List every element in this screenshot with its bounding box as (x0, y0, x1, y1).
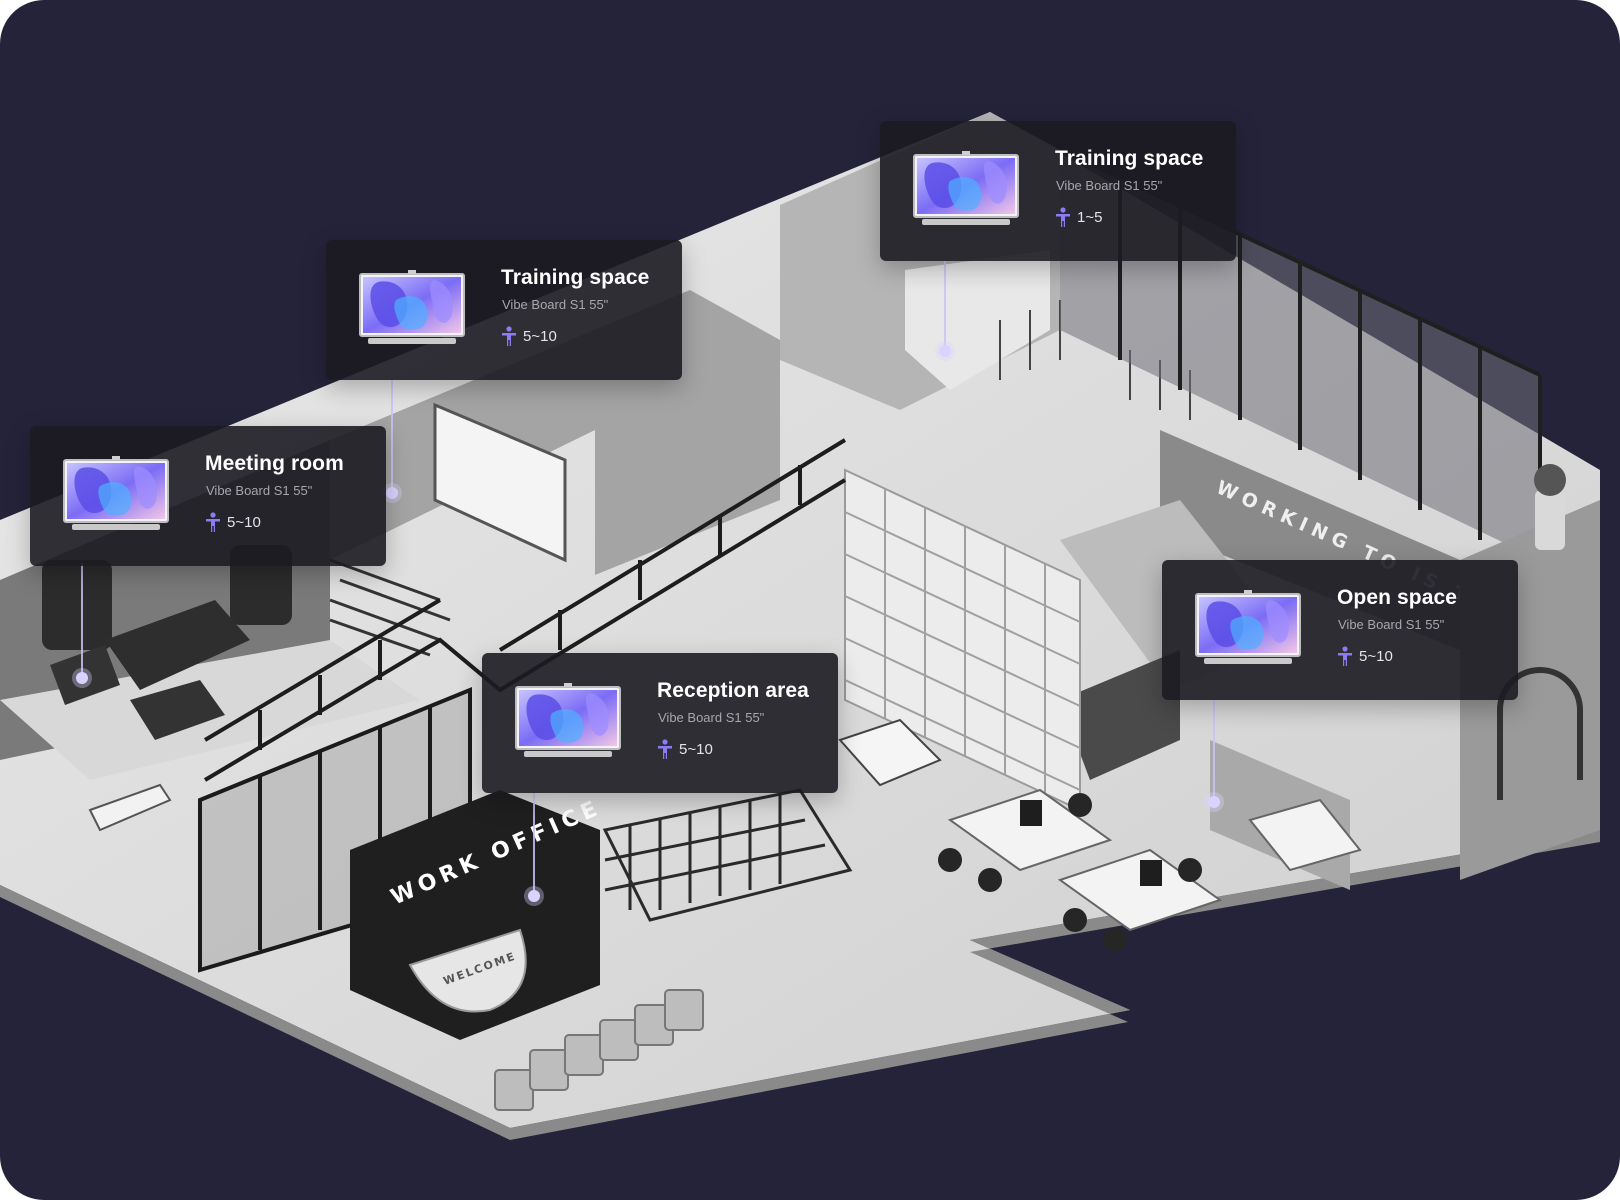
planter (1535, 490, 1565, 550)
bookshelf-grid (844, 489, 1081, 794)
sofa (105, 600, 250, 690)
capacity-value: 1~5 (1077, 208, 1103, 226)
chair-rows (329, 558, 451, 657)
person-icon (501, 326, 517, 346)
pin-line-reception (533, 792, 535, 894)
capacity-value: 5~10 (679, 740, 713, 758)
device-model: Vibe Board S1 55" (206, 483, 313, 498)
device-model: Vibe Board S1 55" (1338, 617, 1445, 632)
pin-dot-open-space[interactable] (1208, 796, 1220, 808)
pin-line-training-top (944, 260, 946, 350)
pin-line-open-space (1213, 698, 1215, 800)
space-card-meeting-room[interactable]: Meeting room Vibe Board S1 55" 5~10 (30, 426, 386, 566)
space-card-training-top[interactable]: Training space Vibe Board S1 55" 1~5 (880, 121, 1236, 261)
capacity: 5~10 (205, 512, 261, 532)
vibe-board-display-icon (910, 151, 1022, 235)
open-space-desks (938, 788, 1223, 952)
capacity-value: 5~10 (227, 513, 261, 531)
capacity: 5~10 (501, 326, 557, 346)
capacity: 5~10 (1337, 646, 1393, 666)
plant (1534, 464, 1566, 496)
capacity: 5~10 (657, 739, 713, 759)
capacity: 1~5 (1055, 207, 1102, 227)
space-title: Reception area (657, 679, 809, 702)
ottoman (130, 680, 225, 740)
pin-dot-training-top[interactable] (939, 345, 951, 357)
lower-left-desk (88, 783, 172, 832)
open-space-desk-right (1248, 798, 1362, 872)
person-icon (1055, 207, 1071, 227)
pin-line-meeting-room (81, 563, 83, 676)
cube-shelf (602, 788, 853, 922)
capacity-value: 5~10 (523, 327, 557, 345)
mezzanine-railing (203, 438, 847, 782)
space-card-reception-area[interactable]: Reception area Vibe Board S1 55" 5~10 (482, 653, 838, 793)
space-card-open-space[interactable]: Open space Vibe Board S1 55" 5~10 (1162, 560, 1518, 700)
space-title: Training space (1055, 147, 1204, 170)
pin-dot-training-left[interactable] (386, 487, 398, 499)
poster-do-it-now (42, 560, 112, 650)
person-icon (657, 739, 673, 759)
space-card-training-left[interactable]: Training space Vibe Board S1 55" 5~10 (326, 240, 682, 380)
space-title: Training space (501, 266, 650, 289)
device-model: Vibe Board S1 55" (1056, 178, 1163, 193)
person-icon (1337, 646, 1353, 666)
space-title: Open space (1337, 586, 1458, 609)
vibe-board-display-icon (356, 270, 468, 354)
space-title: Meeting room (205, 452, 344, 475)
pin-dot-meeting-room[interactable] (76, 672, 88, 684)
person-icon (205, 512, 221, 532)
reception-wall (350, 790, 600, 1040)
device-model: Vibe Board S1 55" (502, 297, 609, 312)
whiteboard (433, 402, 567, 563)
ping-pong-table (838, 718, 942, 787)
pin-line-training-left (391, 378, 393, 490)
device-model: Vibe Board S1 55" (658, 710, 765, 725)
vibe-board-display-icon (512, 683, 624, 767)
vibe-board-display-icon (1192, 590, 1304, 674)
turnstiles (494, 989, 704, 1111)
pin-dot-reception[interactable] (528, 890, 540, 902)
vibe-board-display-icon (60, 456, 172, 540)
capacity-value: 5~10 (1359, 647, 1393, 665)
welcome-desk (408, 928, 527, 1013)
